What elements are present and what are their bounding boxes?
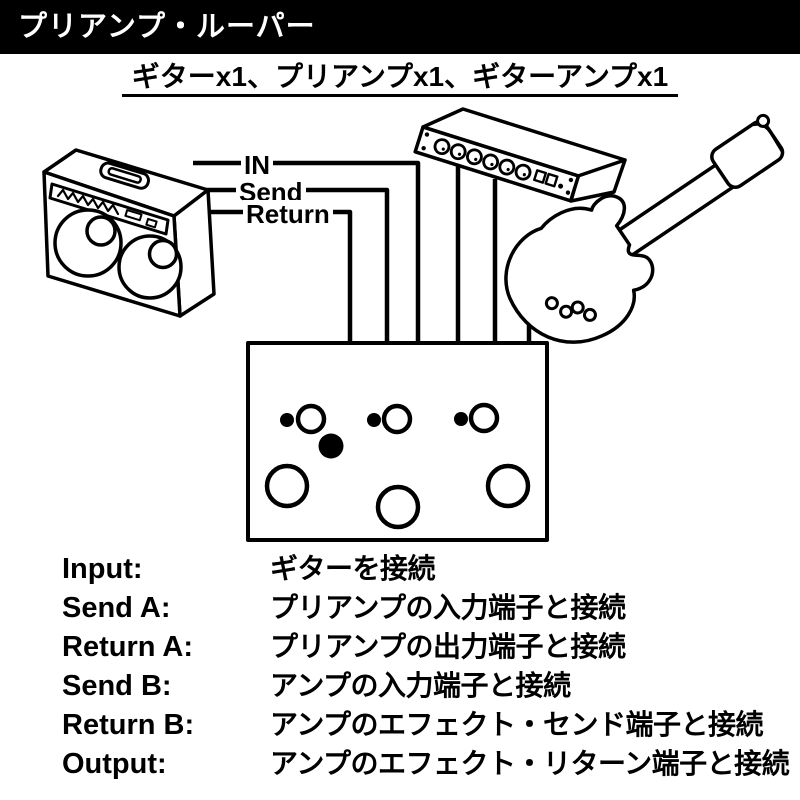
legend-label: Send B: — [62, 670, 172, 702]
legend-desc: アンプのエフェクト・センド端子と接続 — [270, 709, 764, 740]
preamp-button — [544, 172, 559, 188]
return-label: Return — [243, 200, 333, 228]
header-bar: プリアンプ・ルーパー — [0, 0, 800, 54]
preamp-button — [533, 169, 548, 184]
preamp-knob-dot — [441, 147, 445, 151]
legend-row: Send B: アンプの入力端子と接続 — [62, 666, 798, 705]
pedal-footswitch — [485, 463, 531, 509]
cable-return — [204, 209, 353, 343]
guitar-knob — [582, 307, 597, 322]
pedal-knob — [381, 403, 413, 435]
legend-label: Input: — [62, 553, 143, 585]
pedal-black-knob — [318, 433, 344, 459]
preamp-knob-dot — [490, 162, 494, 167]
legend-row: Return B: アンプのエフェクト・センド端子と接続 — [62, 705, 798, 744]
guitar-knob — [570, 300, 585, 315]
guitar-knob — [559, 304, 574, 319]
preamp-knob — [466, 148, 483, 166]
legend-label: Return A: — [62, 631, 194, 663]
legend: Input: ギターを接続 Send A: プリアンプの入力端子と接続 Retu… — [62, 549, 798, 783]
subtitle-wrap: ギターx1、プリアンプx1、ギターアンプx1 — [0, 62, 800, 98]
guitar-body — [504, 194, 655, 344]
rack-screw — [421, 145, 426, 151]
preamp-front-panel — [413, 125, 581, 203]
legend-desc: プリアンプの入力端子と接続 — [270, 592, 626, 623]
rack-screw — [424, 132, 430, 137]
pedal-footswitch — [264, 463, 310, 509]
legend-desc: アンプの入力端子と接続 — [270, 670, 571, 701]
preamp-knob — [514, 163, 532, 181]
pedal-footswitch — [375, 484, 421, 530]
amp-panel-plate — [145, 217, 158, 229]
guitar-amp-icon — [42, 148, 216, 318]
legend-row: Return A: プリアンプの出力端子と接続 — [62, 627, 798, 666]
pedal-led — [367, 413, 381, 427]
pedal-knob — [295, 403, 327, 435]
speaker-cone — [147, 238, 179, 270]
guitar-icon — [504, 113, 785, 344]
preamp-knob-dot — [522, 173, 526, 177]
preamp-icon — [413, 107, 627, 203]
legend-desc: ギターを接続 — [270, 553, 436, 584]
preamp-knob — [498, 158, 516, 176]
legend-row: Input: ギターを接続 — [62, 549, 798, 588]
pedal-led — [454, 412, 468, 426]
diagram-subtitle: ギターx1、プリアンプx1、ギターアンプx1 — [121, 62, 679, 98]
in-label: IN — [241, 151, 273, 179]
legend-desc: アンプのエフェクト・リターン端子と接続 — [270, 748, 790, 779]
legend-label: Return B: — [62, 709, 195, 741]
legend-label: Send A: — [62, 592, 171, 624]
legend-row: Output: アンプのエフェクト・リターン端子と接続 — [62, 744, 798, 783]
preamp-led — [558, 183, 564, 189]
pedal-led — [280, 413, 294, 427]
page-title: プリアンプ・ルーパー — [18, 10, 316, 43]
guitar-knob — [544, 296, 559, 311]
legend-desc: プリアンプの出力端子と接続 — [270, 631, 626, 662]
guitar-neck — [612, 161, 736, 259]
legend-label: Output: — [62, 748, 167, 780]
preamp-knob-dot — [474, 157, 478, 161]
rack-screw — [568, 177, 574, 183]
pedal-enclosure — [246, 341, 549, 542]
amp-panel-plate — [124, 209, 143, 222]
preamp-knob-dot — [457, 152, 462, 156]
pedal-knob — [468, 402, 500, 434]
speaker-cone — [85, 215, 117, 247]
preamp-knob-dot — [506, 167, 510, 172]
looper-pedal-icon — [246, 341, 549, 542]
legend-row: Send A: プリアンプの入力端子と接続 — [62, 588, 798, 627]
preamp-knob — [433, 138, 451, 156]
amp-panel-knobs — [56, 188, 120, 216]
connection-lines — [193, 160, 532, 343]
preamp-knob — [482, 153, 500, 171]
rack-screw — [565, 190, 571, 195]
guitar-hanger-hole — [756, 113, 771, 128]
preamp-knob — [449, 143, 467, 161]
amp-handle — [99, 161, 151, 190]
